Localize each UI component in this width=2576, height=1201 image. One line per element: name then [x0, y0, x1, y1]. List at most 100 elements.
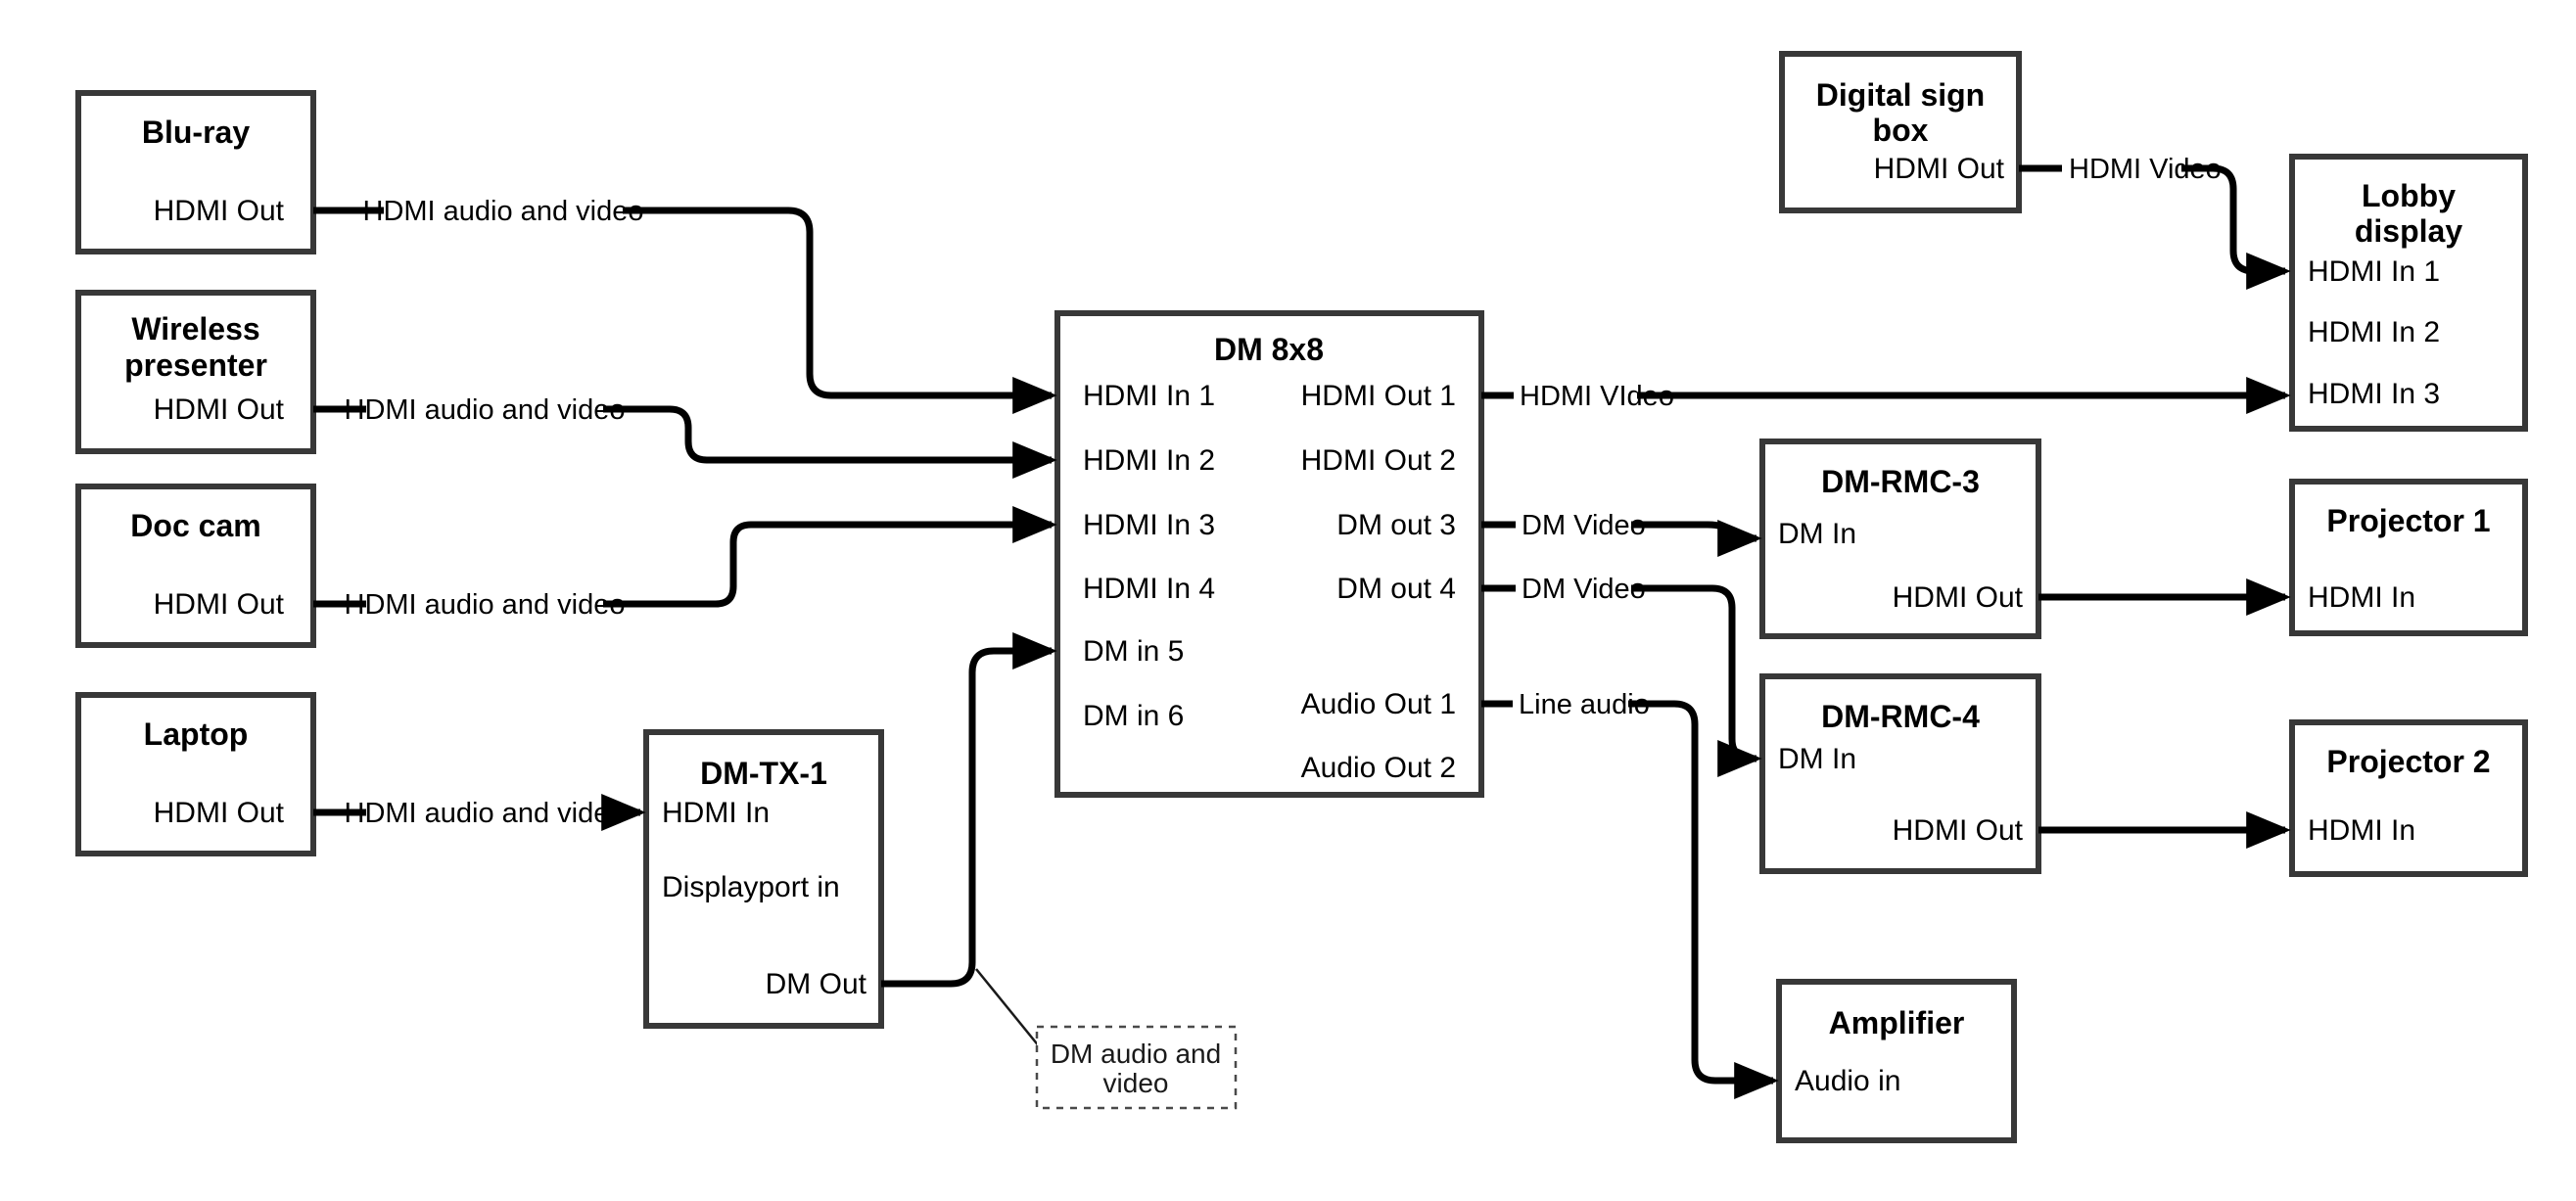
dm-tx-1-box	[643, 729, 884, 1029]
wireless-presenter-title-line1: Wireless	[131, 311, 259, 346]
edge-doccam-to-dm8x8-in3: HDMI audio and video	[313, 506, 1057, 621]
dm-8x8-port-dm-in-6: DM in 6	[1083, 700, 1184, 732]
digital-sign-port-hdmi-out: HDMI Out	[1874, 153, 2005, 185]
edge-dm8x8-out4-to-dmrmc4: DM Video	[1481, 574, 1762, 777]
laptop-title: Laptop	[144, 716, 249, 752]
dm-tx-1-title: DM-TX-1	[700, 756, 827, 791]
node-doc-cam: Doc cam HDMI Out	[75, 484, 316, 648]
dm-rmc-4-port-hdmi-out: HDMI Out	[1893, 814, 2024, 847]
edge-dm8x8-out1-to-lobby-in3: HDMI VIdeo	[1481, 377, 2291, 414]
dmtx1-edge-line	[881, 632, 1057, 988]
node-amplifier: Amplifier Audio in	[1776, 979, 2017, 1143]
amplifier-box	[1776, 979, 2017, 1143]
doc-cam-box	[75, 484, 316, 648]
node-dm-rmc-4: DM-RMC-4 DM In HDMI Out	[1759, 673, 2041, 874]
projector-2-box	[2289, 719, 2528, 877]
edge-dm8x8-audio1-to-amplifier: Line audio	[1481, 689, 1779, 1099]
dm-rmc-4-box	[1759, 673, 2041, 874]
node-dm-tx-1: DM-TX-1 HDMI In Displayport in DM Out	[643, 729, 884, 1029]
node-lobby-display: Lobby display HDMI In 1 HDMI In 2 HDMI I…	[2289, 154, 2528, 432]
lobby-display-title-line1: Lobby	[2362, 178, 2456, 213]
dm-rmc-3-box	[1759, 439, 2041, 639]
wireless-edge-line	[603, 405, 1057, 479]
projector-2-title: Projector 2	[2326, 744, 2490, 779]
dm-8x8-title: DM 8x8	[1214, 332, 1324, 367]
dm-8x8-port-hdmi-in-2: HDMI In 2	[1083, 444, 1215, 477]
dm-tx-1-port-hdmi-in: HDMI In	[662, 797, 770, 829]
edge-dm8x8-out3-to-dmrmc3: DM Video	[1481, 510, 1762, 557]
dm-8x8-port-hdmi-out-1: HDMI Out 1	[1301, 380, 1456, 412]
note-callout-line	[975, 968, 1041, 1048]
projector-2-port-hdmi-in: HDMI In	[2308, 814, 2415, 847]
digital-sign-title-line1: Digital sign	[1816, 77, 1985, 113]
lobby-display-port-hdmi-in-3: HDMI In 3	[2308, 378, 2440, 410]
laptop-edge-label: HDMI audio and video	[345, 798, 626, 829]
doc-cam-port-hdmi-out: HDMI Out	[154, 588, 285, 621]
lobby-display-box	[2289, 154, 2528, 432]
node-digital-sign-box: Digital sign box HDMI Out	[1779, 51, 2022, 213]
node-laptop: Laptop HDMI Out	[75, 692, 316, 856]
dm-8x8-port-dm-out-3: DM out 3	[1336, 509, 1456, 541]
node-projector-1: Projector 1 HDMI In	[2289, 479, 2528, 636]
edge-dmtx1-to-dm8x8-in5	[881, 632, 1057, 988]
edge-wireless-to-dm8x8-in2: HDMI audio and video	[313, 394, 1057, 479]
dm-8x8-port-hdmi-in-4: HDMI In 4	[1083, 573, 1215, 605]
audio-out1-edge-label: Line audio	[1519, 689, 1650, 720]
wireless-presenter-title-line2: presenter	[124, 347, 267, 383]
dm-8x8-port-hdmi-out-2: HDMI Out 2	[1301, 444, 1456, 477]
dm-8x8-port-dm-in-5: DM in 5	[1083, 635, 1184, 668]
dm-rmc-4-title: DM-RMC-4	[1821, 699, 1980, 734]
wireless-presenter-port-hdmi-out: HDMI Out	[154, 393, 285, 426]
laptop-box	[75, 692, 316, 856]
dm-rmc-3-port-hdmi-out: HDMI Out	[1893, 581, 2024, 614]
digital-sign-title-line2: box	[1873, 113, 1929, 148]
lobby-display-port-hdmi-in-2: HDMI In 2	[2308, 316, 2440, 348]
amplifier-title: Amplifier	[1829, 1005, 1965, 1040]
edge-bluray-to-dm8x8-in1: HDMI audio and video	[313, 196, 1057, 414]
node-dm-8x8: DM 8x8 HDMI In 1 HDMI In 2 HDMI In 3 HDM…	[1054, 310, 1484, 798]
edge-digitalsign-to-lobby-in1: HDMI Video	[2019, 154, 2291, 290]
lobby-display-port-hdmi-in-1: HDMI In 1	[2308, 255, 2440, 288]
dm-out4-edge-line	[1631, 584, 1762, 777]
wireless-edge-label: HDMI audio and video	[345, 394, 626, 426]
digital-sign-box-box	[1779, 51, 2022, 213]
note-dm-audio-video: DM audio and video	[975, 968, 1238, 1110]
doccam-edge-line	[603, 506, 1057, 608]
note-text-line2: video	[1103, 1068, 1169, 1098]
note-text-line1: DM audio and	[1051, 1039, 1221, 1069]
note-box	[1035, 1025, 1238, 1110]
audio-out1-edge-line	[1628, 700, 1779, 1099]
dm-out4-edge-label: DM Video	[1522, 574, 1646, 605]
doccam-edge-label: HDMI audio and video	[345, 589, 626, 621]
blu-ray-title: Blu-ray	[142, 115, 250, 150]
dm-8x8-port-hdmi-in-3: HDMI In 3	[1083, 509, 1215, 541]
projector-1-port-hdmi-in: HDMI In	[2308, 581, 2415, 614]
edge-laptop-to-dmtx1: HDMI audio and video	[313, 794, 646, 831]
dm-rmc-3-port-dm-in: DM In	[1778, 518, 1856, 550]
lobby-display-title-line2: display	[2355, 213, 2462, 249]
dm-8x8-port-hdmi-in-1: HDMI In 1	[1083, 380, 1215, 412]
dm-8x8-port-audio-out-1: Audio Out 1	[1301, 688, 1456, 720]
amplifier-port-audio-in: Audio in	[1795, 1065, 1900, 1097]
dm-out3-edge-label: DM Video	[1522, 510, 1646, 541]
digital-sign-edge-line	[2181, 164, 2291, 290]
projector-1-title: Projector 1	[2326, 503, 2490, 538]
dm-tx-1-port-dm-out: DM Out	[766, 968, 867, 1000]
projector-1-box	[2289, 479, 2528, 636]
node-dm-rmc-3: DM-RMC-3 DM In HDMI Out	[1759, 439, 2041, 639]
blu-ray-port-hdmi-out: HDMI Out	[154, 195, 285, 227]
dm-rmc-3-title: DM-RMC-3	[1821, 464, 1980, 499]
dm-8x8-port-audio-out-2: Audio Out 2	[1301, 752, 1456, 784]
dm-out3-edge-line	[1631, 520, 1762, 557]
bluray-edge-line	[623, 207, 1057, 414]
bluray-edge-label: HDMI audio and video	[363, 196, 644, 227]
node-projector-2: Projector 2 HDMI In	[2289, 719, 2528, 877]
dm-8x8-box	[1054, 310, 1484, 798]
dm-tx-1-port-displayport-in: Displayport in	[662, 871, 840, 903]
node-blu-ray: Blu-ray HDMI Out	[75, 90, 316, 254]
doc-cam-title: Doc cam	[130, 508, 260, 543]
dm-rmc-4-port-dm-in: DM In	[1778, 743, 1856, 775]
blu-ray-box	[75, 90, 316, 254]
